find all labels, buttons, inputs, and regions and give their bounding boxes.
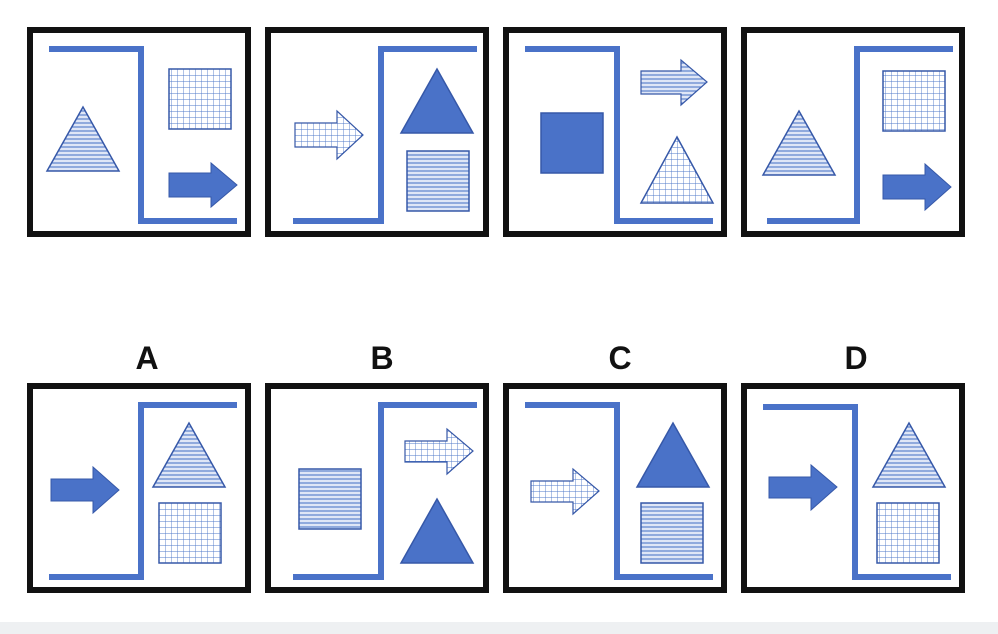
option-label-d: D — [844, 340, 868, 376]
sequence-panel-4 — [741, 27, 965, 237]
option-b-panel[interactable] — [265, 383, 489, 593]
triangle-icon — [639, 135, 715, 204]
sequence-panel-3 — [503, 27, 727, 237]
square-icon — [876, 502, 940, 564]
triangle-icon — [399, 67, 475, 134]
square-icon — [640, 502, 704, 564]
step-line-icon — [763, 404, 951, 580]
square-icon — [158, 502, 222, 564]
bottom-band — [0, 622, 998, 634]
option-a-panel[interactable] — [27, 383, 251, 593]
option-d-panel[interactable] — [741, 383, 965, 593]
triangle-icon — [635, 421, 711, 488]
sequence-panel-2 — [265, 27, 489, 237]
arrow-icon — [404, 427, 474, 476]
step-line-icon — [49, 402, 237, 580]
square-icon — [540, 112, 604, 174]
square-icon — [298, 468, 362, 530]
step-line-icon — [525, 402, 713, 580]
step-line-icon — [525, 46, 713, 224]
arrow-icon — [882, 162, 952, 212]
square-icon — [406, 150, 470, 212]
option-label-b: B — [370, 340, 394, 376]
arrow-icon — [530, 467, 600, 516]
arrow-icon — [640, 58, 708, 107]
arrow-icon — [294, 109, 364, 161]
step-line-icon — [767, 46, 953, 224]
arrow-icon — [50, 465, 120, 515]
triangle-icon — [871, 421, 947, 488]
option-label-a: A — [135, 340, 159, 376]
triangle-icon — [761, 109, 837, 176]
step-line-icon — [49, 46, 237, 224]
triangle-icon — [45, 105, 121, 172]
step-line-icon — [293, 402, 477, 580]
arrow-icon — [168, 161, 238, 209]
square-icon — [882, 70, 946, 132]
square-icon — [168, 68, 232, 130]
step-line-icon — [293, 46, 477, 224]
triangle-icon — [399, 497, 475, 564]
arrow-icon — [768, 463, 838, 512]
option-c-panel[interactable] — [503, 383, 727, 593]
option-label-c: C — [608, 340, 632, 376]
sequence-panel-1 — [27, 27, 251, 237]
triangle-icon — [151, 421, 227, 488]
